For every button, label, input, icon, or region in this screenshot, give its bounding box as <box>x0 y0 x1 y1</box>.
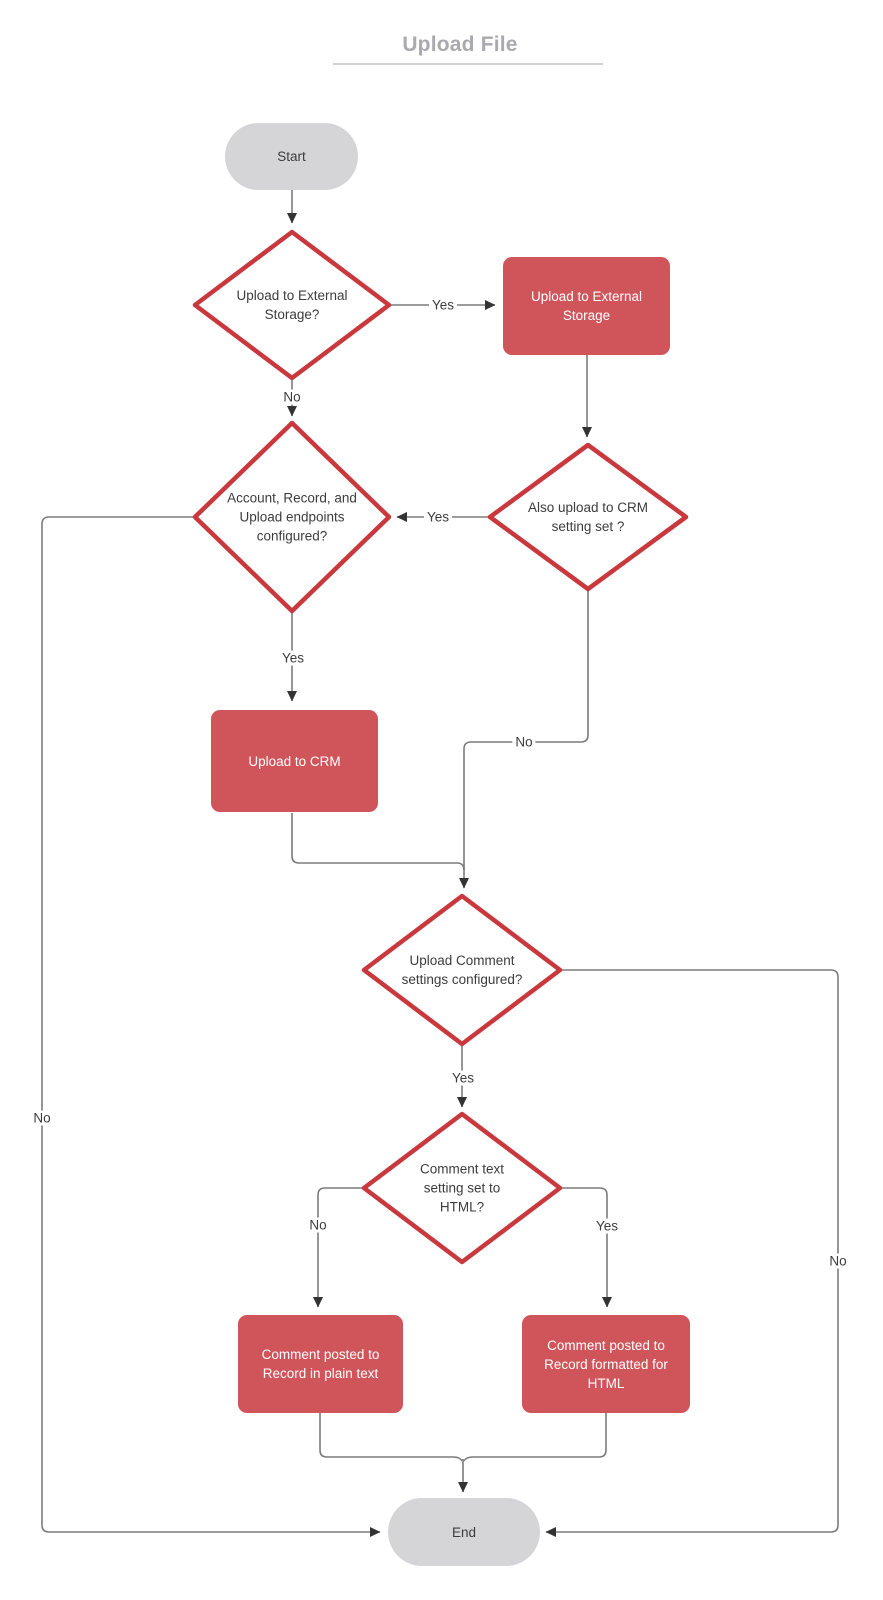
edge-label-d3-no: No <box>512 734 536 750</box>
process-comment-plain-text-label: Comment posted to Record in plain text <box>261 1347 380 1381</box>
edge-r4-to-merge <box>463 1413 607 1462</box>
start-node-label: Start <box>277 149 306 164</box>
decision-comment-text-html-shape <box>361 1111 563 1265</box>
process-upload-external-storage-label: Upload to External Storage <box>530 289 643 323</box>
decision-upload-comment-settings-shape <box>361 893 563 1047</box>
process-comment-html: Comment posted to Record formatted for H… <box>522 1315 690 1413</box>
decision-also-upload-crm-shape <box>487 442 689 592</box>
edge-d5-yes-to-r4 <box>560 1187 612 1308</box>
decision-comment-text-html-label: Comment text setting set to HTML? <box>419 1161 505 1215</box>
process-upload-to-crm: Upload to CRM <box>211 710 378 812</box>
edge-d5-no-to-r3 <box>313 1187 364 1308</box>
decision-upload-external-shape <box>192 229 392 381</box>
edge-label-d5-no: No <box>306 1217 330 1233</box>
edge-label-d4-no: No <box>826 1253 850 1269</box>
decision-endpoints-configured-label: Account, Record, and Upload endpoints co… <box>227 490 357 544</box>
process-upload-to-crm-label: Upload to CRM <box>248 753 341 769</box>
decision-upload-external-label: Upload to External Storage? <box>236 288 348 322</box>
edge-label-d2-no: No <box>30 1110 54 1126</box>
edge-d2-no-to-end <box>41 516 381 1537</box>
decision-also-upload-crm-label: Also upload to CRM setting set ? <box>527 500 649 534</box>
edge-label-d2-yes: Yes <box>278 650 308 666</box>
edge-label-d4-yes: Yes <box>448 1070 478 1086</box>
edge-label-d3-to-d2-yes: Yes <box>423 509 453 525</box>
process-comment-html-label: Comment posted to Record formatted for H… <box>544 1337 668 1391</box>
process-upload-external-storage: Upload to External Storage <box>503 257 670 355</box>
page-title: Upload File <box>402 33 518 56</box>
edge-label-d5-yes: Yes <box>592 1218 622 1234</box>
decision-endpoints-configured-shape <box>192 420 392 614</box>
edge-r2-to-merge <box>291 813 465 871</box>
edge-label-d1-no: No <box>280 389 304 405</box>
end-node: End <box>388 1498 540 1566</box>
edge-label-d1-yes: Yes <box>428 297 458 313</box>
decision-upload-comment-settings-label: Upload Comment settings configured? <box>401 953 523 987</box>
edge-d4-no-to-end <box>545 969 839 1537</box>
start-node: Start <box>225 123 358 190</box>
end-node-label: End <box>451 1524 477 1540</box>
title-underline <box>333 63 603 65</box>
process-comment-plain-text: Comment posted to Record in plain text <box>238 1315 403 1413</box>
edge-r3-to-merge <box>319 1413 463 1462</box>
